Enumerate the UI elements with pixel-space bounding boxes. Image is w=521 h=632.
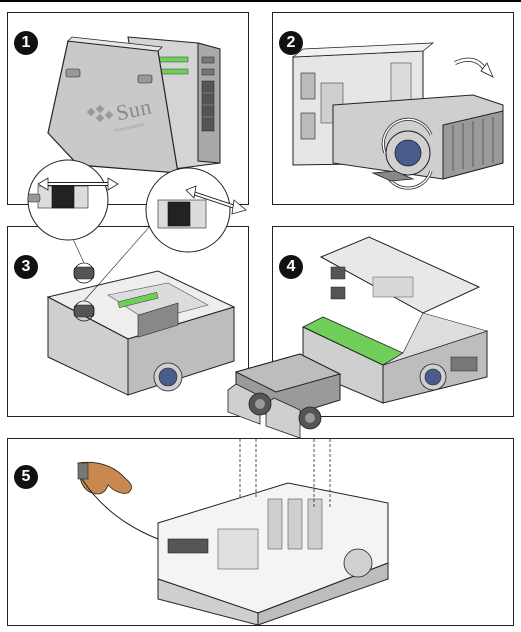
step-1-number: 1: [14, 31, 38, 55]
tower-rotated-to-horizontal-illustration: [291, 42, 504, 190]
lid-open-illustration: [302, 236, 489, 404]
step-5-panel: 5: [7, 438, 514, 626]
step-3-panel: 3: [7, 226, 249, 417]
step-5-number: 5: [14, 465, 38, 489]
chassis-handles-illustration: [46, 227, 236, 396]
step-3-number: 3: [14, 255, 38, 279]
tower-with-side-cover-illustration: [47, 36, 221, 174]
open-chassis-with-fan-module-illustration: [77, 439, 389, 625]
step-2-number: 2: [279, 31, 303, 55]
step-2-panel: 2: [272, 12, 514, 205]
step-4-number: 4: [279, 255, 303, 279]
top-rule: [0, 0, 521, 2]
esd-wrist-strap-hand: [77, 461, 159, 540]
